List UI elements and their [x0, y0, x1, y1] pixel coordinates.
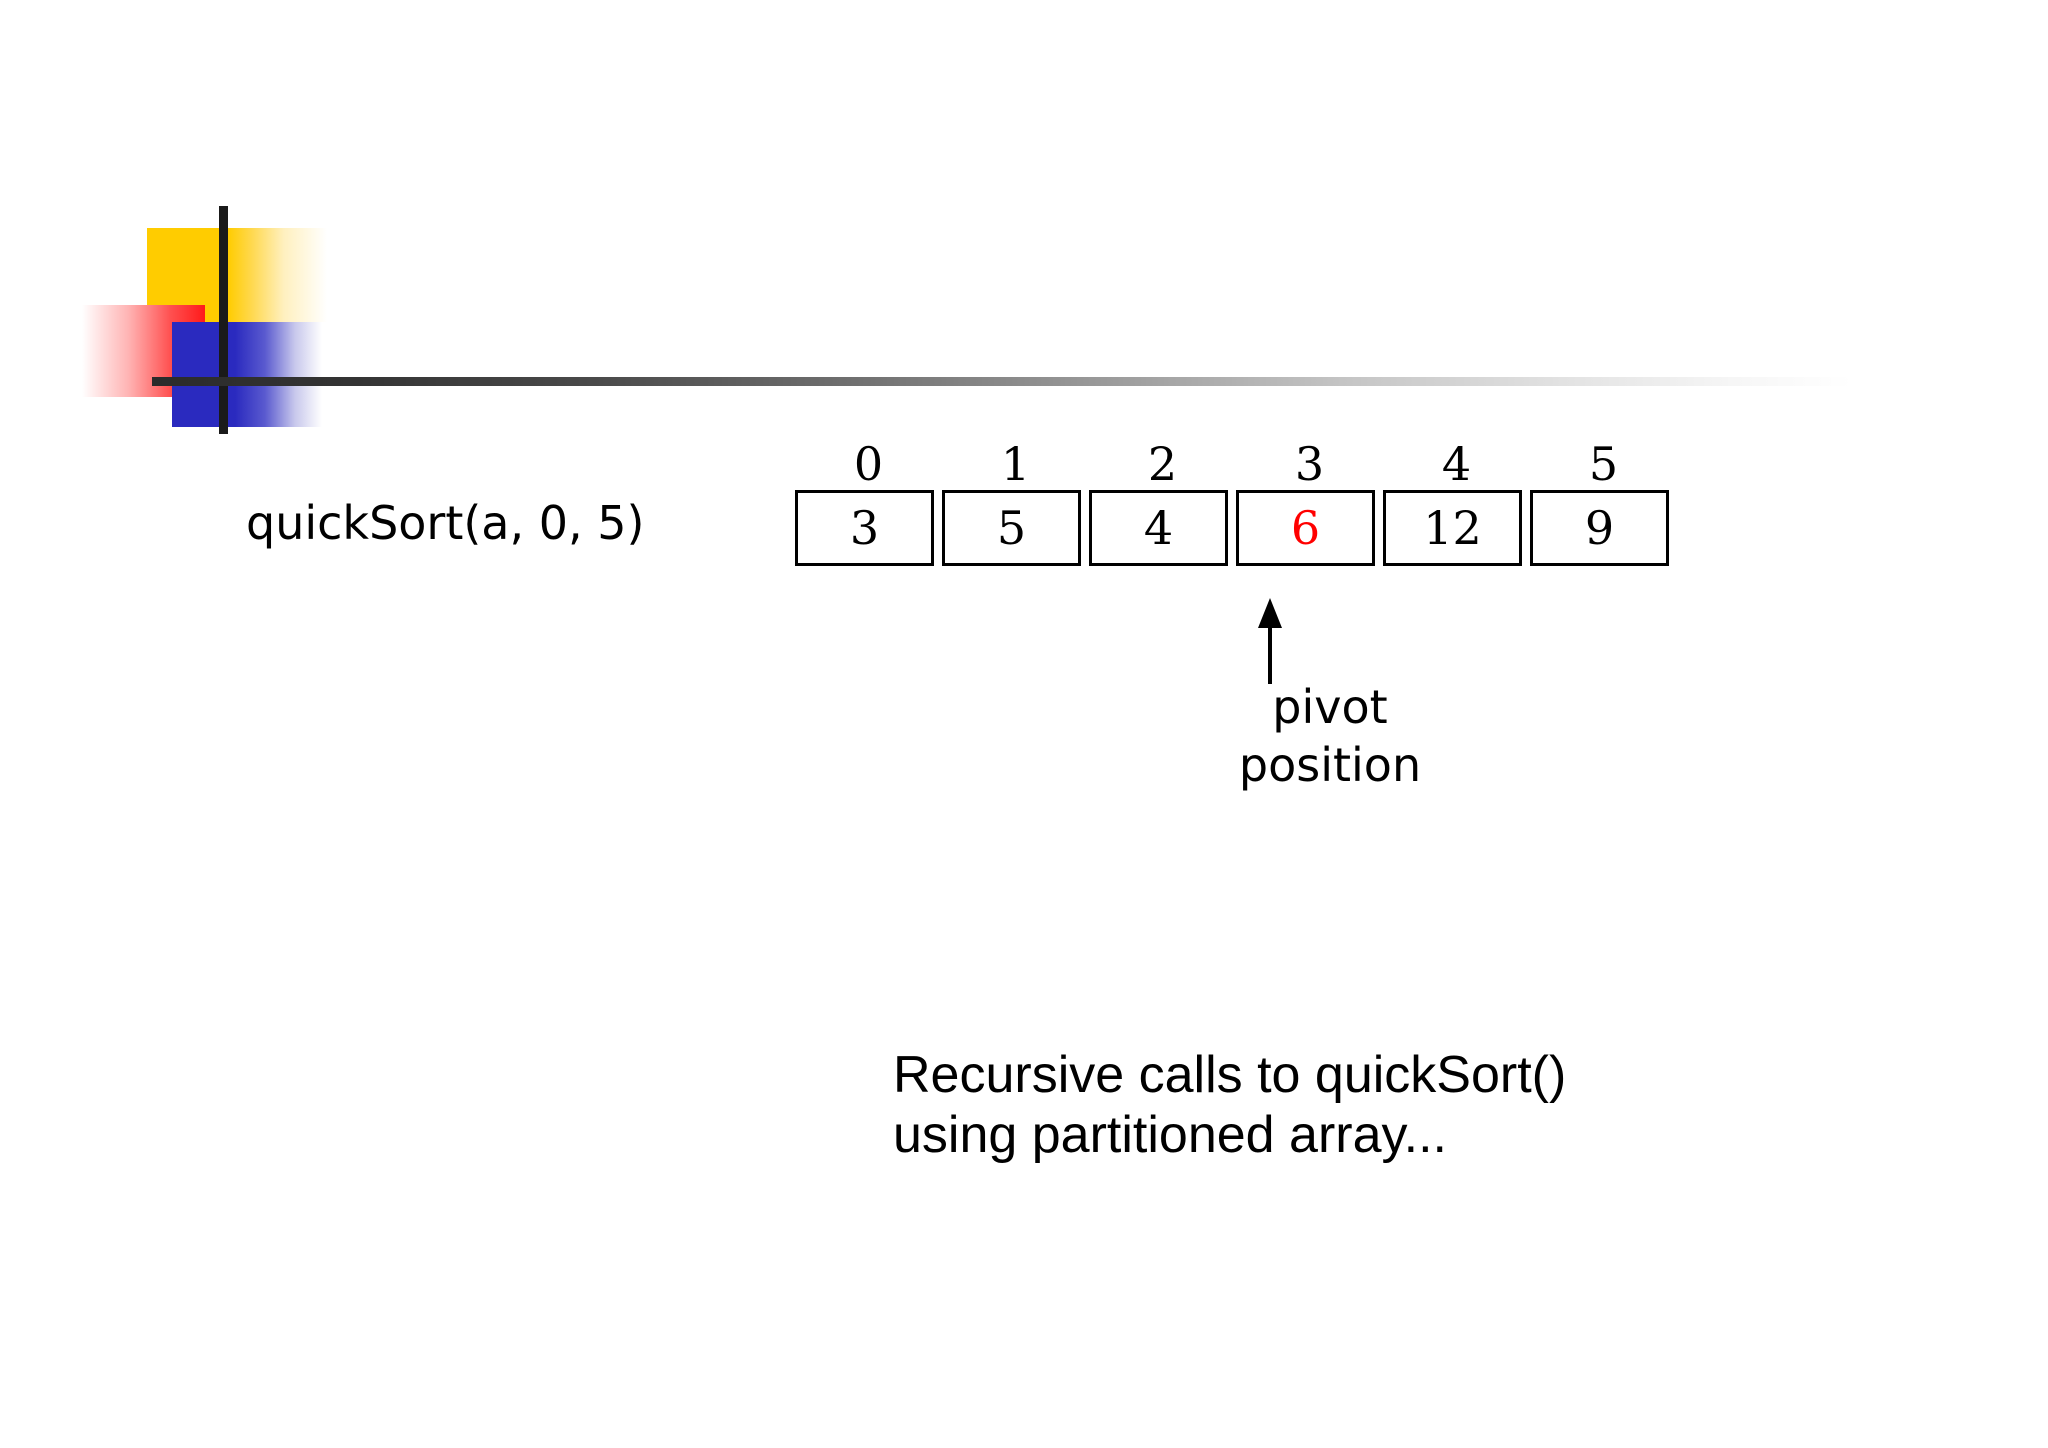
- array-cell-5: 9: [1530, 490, 1669, 566]
- logo-vertical-bar-icon: [219, 206, 228, 434]
- pivot-label-line2: position: [1238, 738, 1422, 792]
- array-index-4: 4: [1441, 437, 1472, 491]
- array-cells-row: 3 5 4 6 12 9: [795, 490, 1677, 566]
- pivot-position-label: pivot position: [1180, 678, 1480, 794]
- array-index-5: 5: [1588, 437, 1619, 491]
- quicksort-call-label: quickSort(a, 0, 5): [246, 496, 645, 550]
- note-line-1: Recursive calls to quickSort(): [893, 1046, 1567, 1104]
- logo-red-rectangle: [82, 305, 205, 397]
- pivot-label-line1: pivot: [1272, 680, 1388, 734]
- array-index-0: 0: [853, 437, 884, 491]
- array-cell-4: 12: [1383, 490, 1522, 566]
- logo-blue-square: [172, 322, 322, 427]
- array-index-3: 3: [1294, 437, 1325, 491]
- logo-yellow-square: [147, 228, 327, 322]
- note-line-2: using partitioned array...: [893, 1106, 1447, 1164]
- array-cell-3-pivot: 6: [1236, 490, 1375, 566]
- array-diagram: 0 1 2 3 4 5 3 5 4 6 12 9: [795, 440, 1677, 566]
- array-index-2: 2: [1147, 437, 1178, 491]
- logo-horizontal-rule: [152, 377, 1852, 386]
- recursive-calls-note: Recursive calls to quickSort() using par…: [893, 1045, 1566, 1165]
- array-cell-0: 3: [795, 490, 934, 566]
- array-cell-1: 5: [942, 490, 1081, 566]
- array-index-1: 1: [1000, 437, 1031, 491]
- array-index-row: 0 1 2 3 4 5: [795, 440, 1677, 488]
- array-cell-2: 4: [1089, 490, 1228, 566]
- up-arrow-icon: [1258, 598, 1282, 684]
